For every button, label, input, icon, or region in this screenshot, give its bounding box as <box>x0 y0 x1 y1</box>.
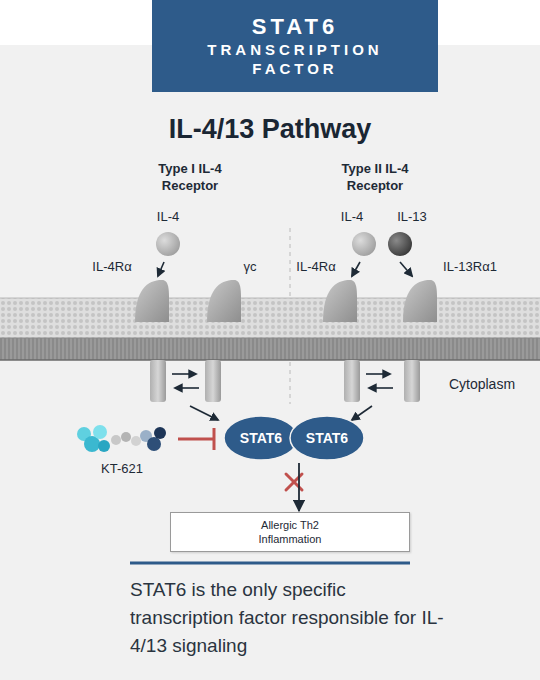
part-label: IL-4 <box>327 208 377 225</box>
receptor-type-label: Type II IL-4 Receptor <box>320 160 430 194</box>
pointer-arrows <box>158 262 412 276</box>
stat6-ellipse-fill <box>290 416 364 460</box>
stat6-ellipse-fill <box>224 416 298 460</box>
part-label: IL-4 <box>143 208 193 225</box>
diagram-title: IL-4/13 Pathway <box>0 114 540 145</box>
caption-rule <box>130 562 410 565</box>
stat6-monomer: STAT6 <box>223 415 299 461</box>
node-body: TRANSCRIPTION FACTOR <box>207 40 382 78</box>
banner-box: STAT6TRANSCRIPTION FACTOR <box>152 0 438 92</box>
part-label: γc <box>230 258 270 275</box>
receptor-stems <box>150 360 420 402</box>
part-label: KT-621 <box>87 460 157 477</box>
cell-membrane <box>0 298 540 360</box>
panel-ground <box>0 45 540 680</box>
signal-arrow <box>298 463 300 511</box>
node-heading: STAT6 <box>240 430 282 446</box>
node-heading: Allergic Th2 Inflammation <box>244 518 336 546</box>
part-label: IL-13 <box>387 208 437 225</box>
caption: STAT6 is the only specific transcription… <box>130 576 445 660</box>
part-label: IL-4Rα <box>77 258 147 275</box>
stat6-monomer: STAT6 <box>289 415 365 461</box>
outcome-box: Allergic Th2 Inflammation <box>170 512 410 552</box>
part-label: Cytoplasm <box>437 376 527 393</box>
ligand-balls <box>156 232 412 256</box>
transactivation-arrows <box>172 374 393 420</box>
part-label: IL-4Rα <box>281 258 351 275</box>
inhibition-bar <box>178 428 214 450</box>
receptor-type-label: Type I IL-4 Receptor <box>135 160 245 194</box>
receptor-heads <box>135 280 437 322</box>
node-heading: STAT6 <box>252 14 338 40</box>
kt621-molecule <box>77 425 166 452</box>
part-label: IL-13Rα1 <box>430 258 510 275</box>
node-heading: STAT6 <box>306 430 348 446</box>
